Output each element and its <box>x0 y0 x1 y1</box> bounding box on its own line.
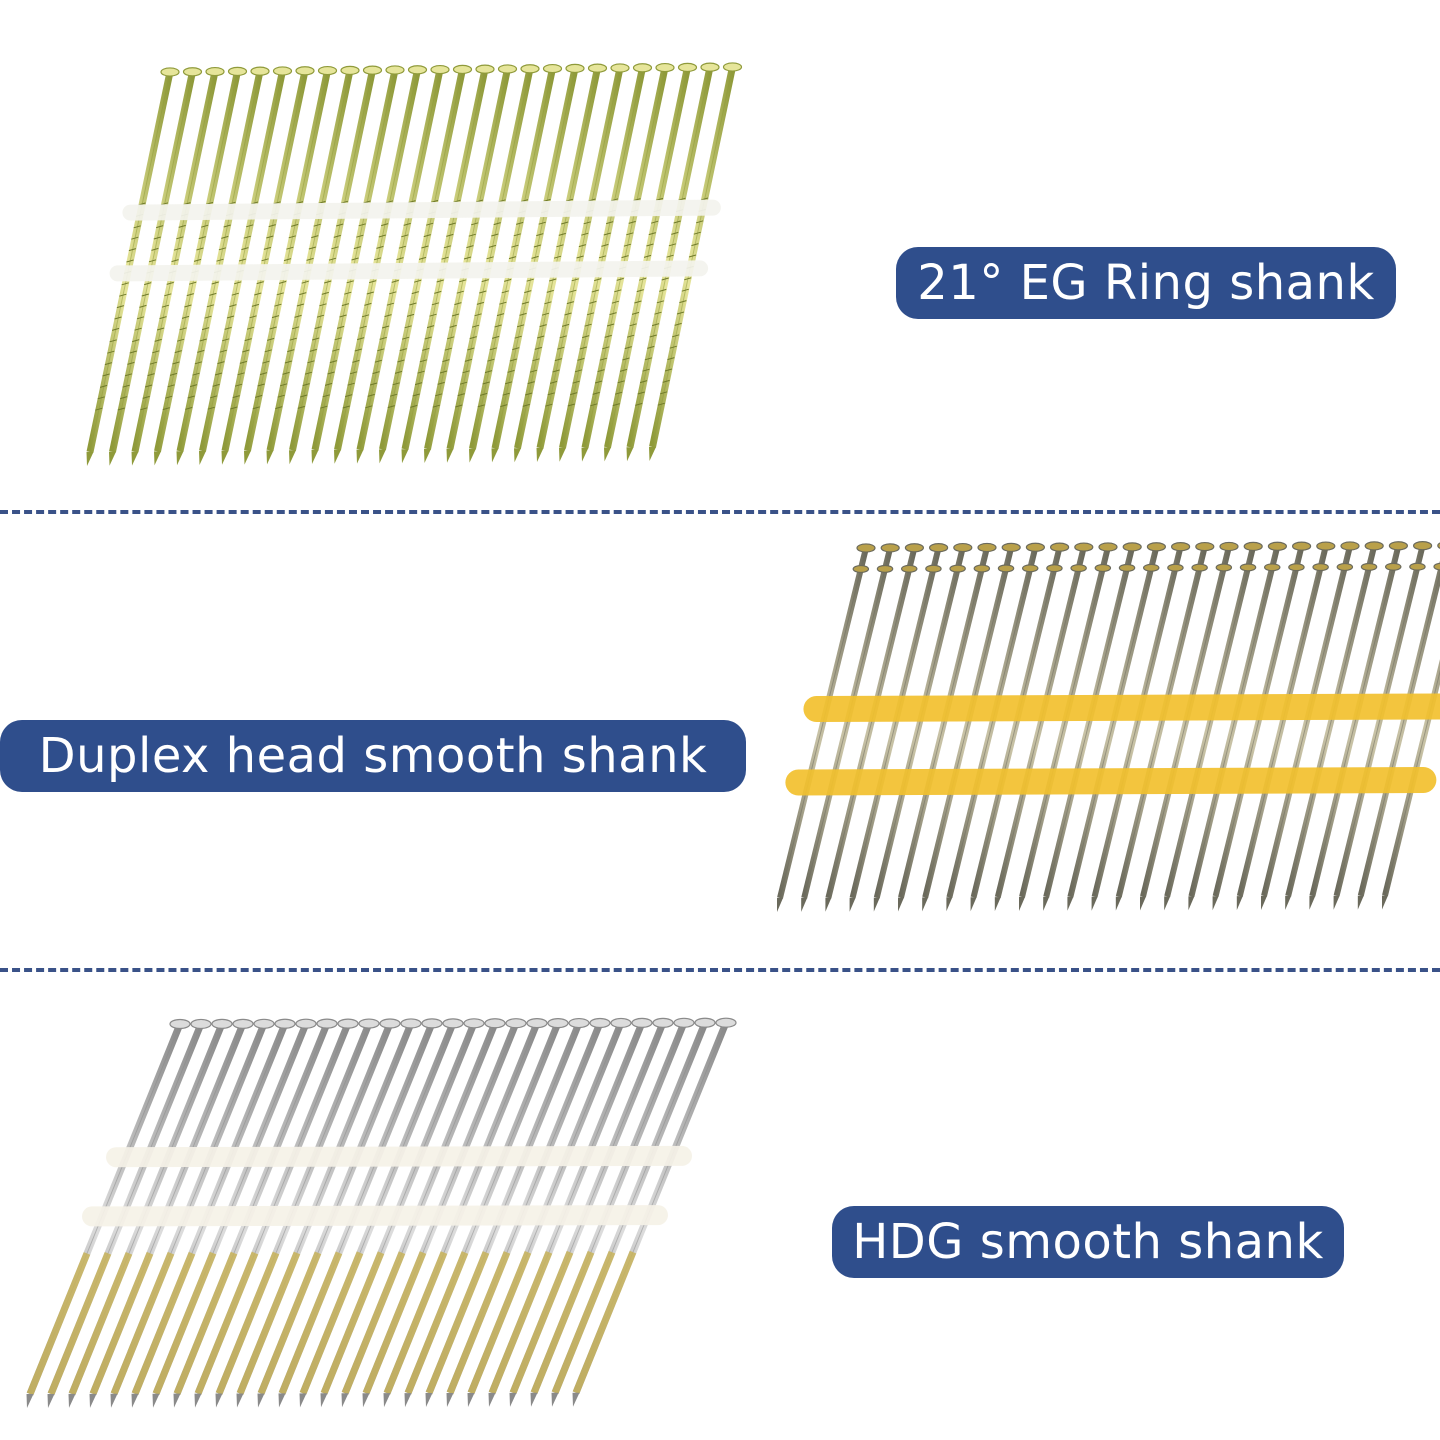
collation-strip <box>82 1205 668 1227</box>
hdg-label: HDG smooth shank <box>832 1206 1344 1278</box>
nail <box>311 65 405 464</box>
ring-shank-label: 21° EG Ring shank <box>896 247 1396 319</box>
nail <box>604 62 698 462</box>
nail <box>221 66 315 465</box>
nail <box>514 63 608 463</box>
nail <box>1261 541 1360 910</box>
nail <box>109 67 203 466</box>
nail <box>1164 541 1263 911</box>
collation-strip <box>122 199 721 221</box>
nail <box>199 66 293 465</box>
duplex-head-nail-strip-image <box>777 541 1440 912</box>
nail <box>536 63 630 462</box>
nail <box>873 542 973 912</box>
section-divider-top <box>0 510 1440 514</box>
nail <box>1067 542 1166 911</box>
nail <box>559 63 653 462</box>
nail <box>801 543 900 912</box>
collation-strip <box>803 693 1440 722</box>
product-row-hdg: HDG smooth shank <box>0 980 1440 1440</box>
nail <box>1019 542 1118 911</box>
nail <box>491 63 585 463</box>
nail <box>1285 541 1384 910</box>
nail <box>289 65 383 465</box>
nail <box>1333 541 1433 910</box>
nail <box>1382 659 1440 910</box>
product-row-ring-shank: 21° EG Ring shank <box>0 0 1440 500</box>
nail <box>777 543 876 912</box>
nail <box>266 65 360 465</box>
nail <box>1043 542 1142 911</box>
nail <box>1236 541 1336 911</box>
nail <box>446 64 540 463</box>
nail <box>946 542 1045 912</box>
nail <box>244 65 338 465</box>
nail <box>970 542 1070 912</box>
nail <box>1091 542 1191 911</box>
nail <box>649 62 743 461</box>
collation-strip <box>785 767 1437 796</box>
hdg-nail-strip-image <box>26 1017 737 1408</box>
nail <box>922 542 1021 912</box>
nail <box>994 542 1094 912</box>
duplex-head-label: Duplex head smooth shank <box>0 720 746 792</box>
nail <box>849 543 949 912</box>
ring-shank-nail-strip-image <box>86 62 743 466</box>
nail <box>1309 541 1409 910</box>
nail <box>176 66 270 466</box>
nail <box>401 64 495 464</box>
collation-strip <box>106 1145 692 1168</box>
nail <box>1357 542 1440 910</box>
product-row-duplex-head: Duplex head smooth shank <box>0 520 1440 960</box>
nail <box>1188 541 1287 911</box>
section-divider-bottom <box>0 968 1440 972</box>
nail <box>825 543 924 912</box>
nail <box>1140 541 1239 911</box>
nail <box>1212 541 1312 911</box>
nail <box>131 66 225 466</box>
collation-strip <box>109 260 709 282</box>
nail <box>898 542 997 912</box>
nail <box>334 65 428 464</box>
nail <box>469 63 563 463</box>
nail <box>1115 541 1215 911</box>
nail <box>424 64 518 463</box>
